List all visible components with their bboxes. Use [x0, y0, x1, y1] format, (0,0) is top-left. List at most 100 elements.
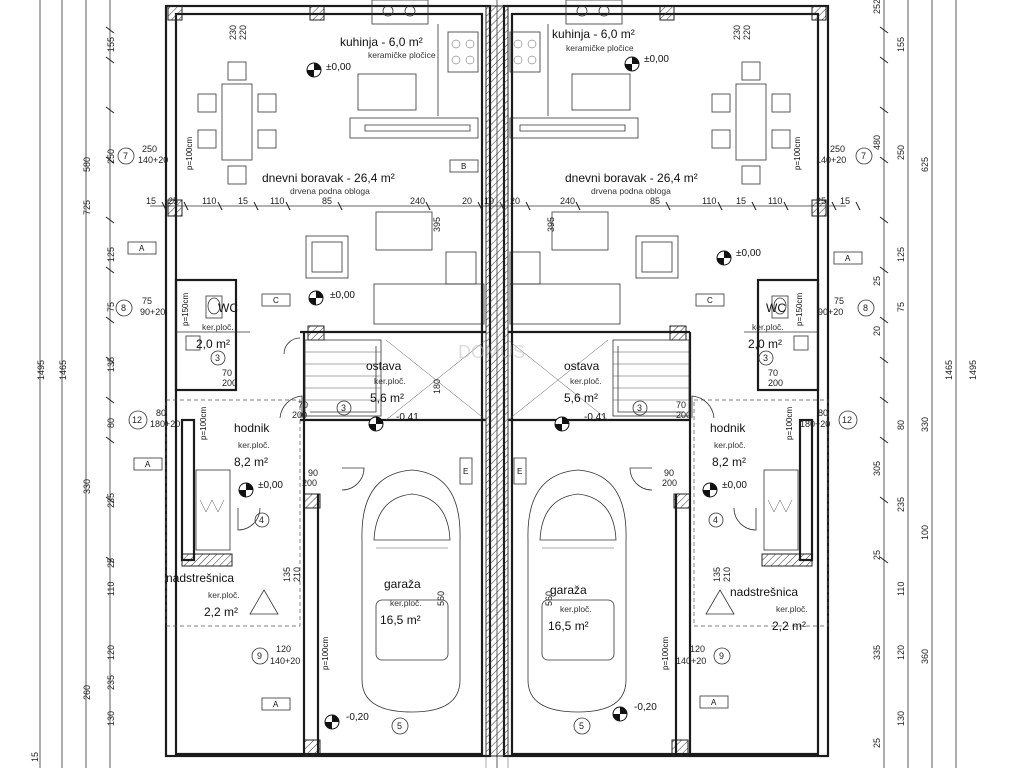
window-dim-kitchen-right-top: 230 — [732, 25, 742, 40]
dimension-tick — [879, 396, 889, 404]
canopy-right-name: nadstrešnica — [730, 585, 798, 599]
dimension-tick — [751, 201, 757, 211]
window-tag-8-left: 8 75 90+20 — [115, 296, 165, 317]
dimension-label: 330 — [82, 479, 92, 494]
hall-left-area: 8,2 m² — [234, 455, 268, 469]
canopy-left-area: 2,2 m² — [204, 605, 238, 619]
section-tag-e-right: E — [513, 457, 527, 485]
dimension-tick — [879, 216, 889, 224]
section-tag-a-left-3: A — [261, 697, 291, 711]
svg-text:7: 7 — [861, 151, 866, 161]
dimension-label: 155 — [106, 37, 116, 52]
svg-text:120: 120 — [276, 644, 291, 654]
svg-text:90+20: 90+20 — [818, 307, 843, 317]
dimension-lines — [39, 0, 957, 768]
dimension-tick — [105, 356, 115, 364]
wc-left-name: WC — [218, 301, 238, 315]
window-tag-7-right: 7 250 140+20 — [816, 144, 873, 165]
sill-note-wc-right: p=150cm — [795, 293, 804, 326]
dimension-label: 100 — [920, 525, 930, 540]
level-hall-right: ±0,00 — [722, 480, 747, 491]
dining-table-left — [197, 61, 277, 185]
svg-text:4: 4 — [713, 515, 718, 525]
door-dim-wc-left-top: 70 — [222, 368, 232, 378]
dimension-label: 1495 — [36, 360, 46, 380]
dimension-tick — [105, 106, 115, 114]
dimension-tick — [161, 201, 167, 211]
storage-diagonals — [385, 339, 609, 421]
dimension-label: 85 — [650, 196, 660, 206]
dimension-label: 25 — [816, 196, 826, 206]
door-dim-hall-left-bot: 200 — [302, 478, 317, 488]
dimension-tick — [499, 201, 505, 211]
living-left-finish: drvena podna obloga — [290, 186, 370, 196]
door-dim-wc-right-top: 70 — [768, 368, 778, 378]
level-storage-right: -0,41 — [584, 412, 607, 423]
window-tag-12-left: 12 80 180+20 — [128, 408, 180, 430]
stairs-right — [612, 339, 690, 417]
door-dim-entrance-right-h: 210 — [722, 567, 732, 582]
watermark: DOMUS — [458, 342, 525, 362]
storage-right-area: 5,6 m² — [564, 391, 598, 405]
dimension-label: 20 — [462, 196, 472, 206]
dimension-label: 15 — [30, 752, 40, 762]
living-right-name: dnevni boravak - 26,4 m² — [565, 171, 698, 185]
dimension-label: 155 — [896, 37, 906, 52]
svg-text:E: E — [517, 467, 522, 476]
sill-note-living-right: p=100cm — [793, 137, 802, 170]
window-dim-kitchen-left-top: 230 — [228, 25, 238, 40]
kitchen-left-name: kuhinja - 6,0 m² — [340, 35, 423, 49]
dimension-label: 330 — [920, 417, 930, 432]
level-marker-storage-right: -0,41 — [554, 412, 607, 432]
dining-table-right — [711, 61, 791, 185]
car-right — [527, 469, 627, 713]
svg-text:A: A — [711, 698, 717, 707]
door-dim-entrance-left-h: 210 — [292, 567, 302, 582]
door-tag-3-left-stair: 3 — [336, 400, 352, 416]
svg-text:180+20: 180+20 — [150, 419, 180, 429]
hall-left-name: hodnik — [234, 421, 270, 435]
dimension-tick — [105, 156, 115, 164]
dimension-tick — [525, 201, 531, 211]
dimension-label: 252 — [872, 0, 882, 14]
dimension-label: 25 — [872, 550, 882, 560]
dimension-label: 85 — [322, 196, 332, 206]
door-tag-3-right-stair: 3 — [632, 400, 648, 416]
svg-text:3: 3 — [215, 353, 220, 363]
level-marker-kitchen-right: ±0,00 — [624, 54, 669, 72]
garage-left-finish: ker.ploč. — [390, 598, 422, 608]
dimension-tick — [183, 201, 189, 211]
dimension-tick — [879, 356, 889, 364]
hall-right-area: 8,2 m² — [712, 455, 746, 469]
garage-right-name: garaža — [550, 583, 587, 597]
svg-text:75: 75 — [834, 296, 844, 306]
dimension-label: 110 — [106, 582, 116, 596]
living-right-finish: drvena podna obloga — [591, 186, 671, 196]
door-dim-hall-right-bot: 200 — [662, 478, 677, 488]
dimension-label: 1495 — [968, 360, 978, 380]
level-wc-left: ±0,00 — [330, 290, 355, 301]
section-tag-a-right-2: A — [699, 695, 729, 709]
svg-text:5: 5 — [397, 721, 402, 731]
door-dim-wc-left-bot: 200 — [222, 378, 237, 388]
kitchen-left-finish: keramičke pločice — [368, 50, 436, 60]
level-marker-hall-right: ±0,00 — [702, 480, 747, 498]
dimension-label: 25 — [106, 558, 116, 568]
level-marker-garage-right: -0,20 — [612, 702, 657, 722]
level-living-right: ±0,00 — [736, 248, 761, 259]
svg-text:8: 8 — [863, 303, 868, 313]
dimension-label: 110 — [270, 196, 284, 206]
svg-text:7: 7 — [123, 151, 128, 161]
svg-text:C: C — [707, 296, 713, 305]
dimension-label: 235 — [106, 493, 116, 508]
canopy-right-finish: ker.ploč. — [776, 604, 808, 614]
dimension-label: 235 — [106, 675, 116, 690]
dimension-tick — [105, 436, 115, 444]
dimension-tick — [105, 396, 115, 404]
dimension-label: 725 — [82, 200, 92, 215]
dimension-label: 250 — [106, 149, 116, 164]
dimension-label: 240 — [560, 196, 575, 206]
sill-note-wc-left: p=150cm — [181, 293, 190, 326]
door-dim-hall-right-top: 90 — [664, 468, 674, 478]
dimension-label: 20 — [510, 196, 520, 206]
